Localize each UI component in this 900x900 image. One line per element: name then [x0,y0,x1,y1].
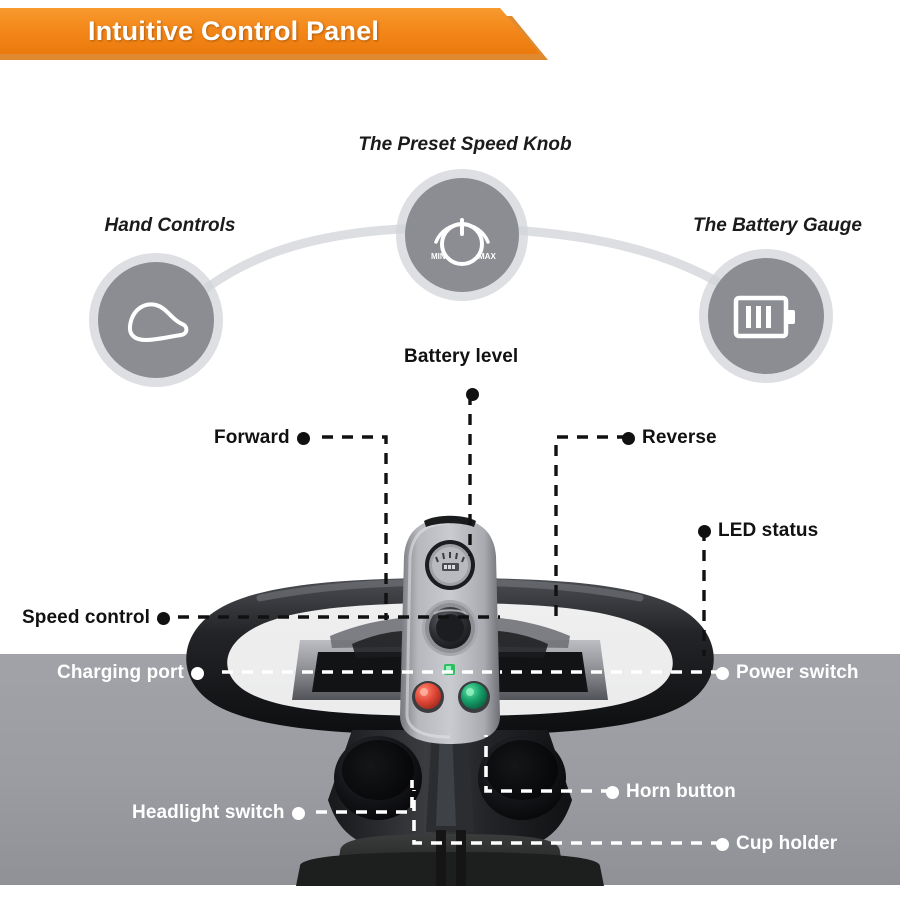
callout-dot [296,431,310,445]
callout-label-forward: Forward [214,427,290,448]
knob-min-label: MIN [431,252,446,261]
callout-dot [156,611,170,625]
callout-forward[interactable]: Forward [214,427,310,449]
callout-dot [606,785,619,799]
battery-gauge-icon [733,295,795,339]
callout-dot [466,388,479,401]
feature-label-hand-controls: Hand Controls [104,215,236,236]
callout-dot [716,666,729,680]
knob-max-label: MAX [478,252,496,261]
callout-label-horn-button: Horn button [626,781,736,802]
callout-label-charging-port: Charging port [57,662,184,683]
callout-charging-port[interactable]: Charging port [57,662,204,684]
callout-horn-button[interactable]: Horn button [606,781,736,803]
banner-body: Intuitive Control Panel [0,8,540,54]
feature-circle-speed-knob[interactable]: MIN MAX [405,178,519,292]
callout-label-battery-level: Battery level [404,346,519,367]
callout-dot [190,666,204,680]
feature-label-battery-gauge: The Battery Gauge [693,215,862,236]
feature-circle-battery-gauge[interactable] [708,258,824,374]
callout-label-headlight-switch: Headlight switch [132,802,285,823]
callout-speed-control[interactable]: Speed control [22,607,170,629]
callout-reverse[interactable]: Reverse [622,427,717,449]
callout-headlight-switch[interactable]: Headlight switch [132,802,305,824]
callout-dot [622,431,635,445]
callout-battery-level[interactable]: Battery level [404,346,518,368]
callout-power-switch[interactable]: Power switch [716,662,859,684]
page-title: Intuitive Control Panel [88,15,380,46]
callout-dot [716,837,729,851]
hand-lever-icon [127,302,189,342]
callout-label-power-switch: Power switch [736,662,859,683]
callout-dot [698,524,711,538]
feature-circle-hand-controls[interactable] [98,262,214,378]
callout-label-speed-control: Speed control [22,607,150,628]
callout-label-cup-holder: Cup holder [736,833,838,854]
callout-dot [291,806,305,820]
speed-knob-icon: MIN MAX [431,218,496,266]
callout-cup-holder[interactable]: Cup holder [716,833,837,855]
header-banner: Intuitive Control Panel [0,8,560,60]
feature-label-speed-knob: The Preset Speed Knob [358,134,572,155]
callout-label-led-status: LED status [718,520,819,541]
callout-label-reverse: Reverse [642,427,717,448]
callout-led-status[interactable]: LED status [698,520,818,542]
